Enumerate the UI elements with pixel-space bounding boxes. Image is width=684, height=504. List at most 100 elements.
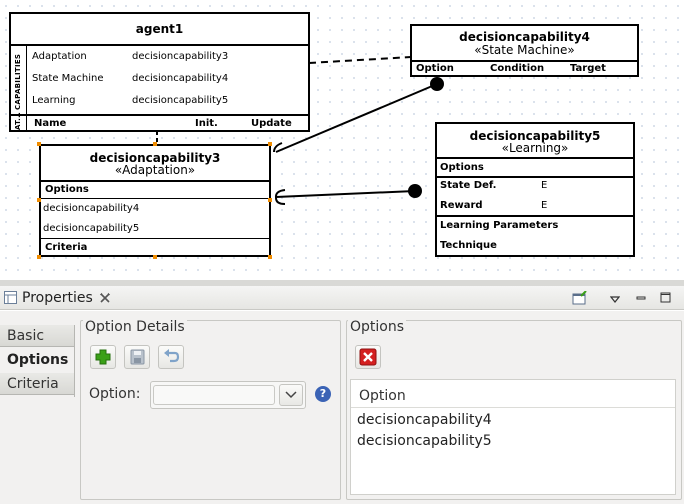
dc3-dc4-link-arc <box>273 142 283 153</box>
capability-name-learning[interactable]: Learning <box>32 95 76 106</box>
option-details-group <box>80 320 341 500</box>
dc3-dc4-link[interactable] <box>275 83 438 153</box>
add-icon <box>95 349 111 365</box>
capability-name-adaptation[interactable]: Adaptation <box>32 51 87 62</box>
save-icon <box>130 349 145 365</box>
dc5-state-def-label: State Def. <box>440 180 497 191</box>
dc4-link-end-dot <box>430 77 444 91</box>
dc5-header: decisioncapability5 «Learning» <box>437 124 633 159</box>
dc5-reward-value[interactable]: E <box>541 200 548 211</box>
options-list-item[interactable]: decisioncapability4 <box>357 412 492 428</box>
dc4-title: decisioncapability4 <box>459 30 590 44</box>
capability-name-state-machine[interactable]: State Machine <box>32 73 104 84</box>
selection-handle[interactable] <box>37 255 41 259</box>
dc3-node[interactable]: decisioncapability3 «Adaptation» Options… <box>39 144 271 257</box>
dc3-option-item[interactable]: decisioncapability4 <box>43 203 140 214</box>
dc5-technique-label: Technique <box>440 240 497 251</box>
undo-icon <box>164 349 180 363</box>
dc5-options-label: Options <box>440 162 484 173</box>
dc5-link-end-dot <box>408 184 422 198</box>
dc5-params-divider <box>437 215 633 217</box>
properties-view-tabbar: Properties <box>0 286 684 310</box>
options-group <box>346 320 682 500</box>
tab-basic[interactable]: Basic <box>0 325 74 347</box>
dc4-header-condition: Condition <box>490 63 545 74</box>
selection-handle[interactable] <box>268 255 272 259</box>
help-icon-glyph: ? <box>319 387 327 400</box>
options-list-item[interactable]: decisioncapability5 <box>357 433 492 449</box>
dc3-title: decisioncapability3 <box>89 151 221 165</box>
dc4-stereotype: «State Machine» <box>474 43 575 57</box>
selection-handle[interactable] <box>37 198 41 202</box>
selection-handle[interactable] <box>268 198 272 202</box>
add-option-button[interactable] <box>90 345 116 369</box>
agent-divider <box>11 114 308 116</box>
delete-option-button[interactable] <box>355 345 381 369</box>
dc3-dc5-link-arc <box>274 189 286 205</box>
dc5-reward-label: Reward <box>440 200 483 211</box>
capability-value-adaptation[interactable]: decisioncapability3 <box>132 51 229 62</box>
dc3-header: decisioncapability3 «Adaptation» <box>41 146 269 182</box>
attributes-compartment-label: AT... <box>14 111 22 130</box>
properties-view-title[interactable]: Properties <box>22 290 93 306</box>
dc3-stereotype: «Adaptation» <box>114 163 196 177</box>
dc4-header-target: Target <box>570 63 606 74</box>
agent-title: agent1 <box>11 14 308 46</box>
help-icon[interactable]: ? <box>315 386 331 402</box>
attr-header-update: Update <box>251 118 292 129</box>
option-details-title: Option Details <box>83 319 187 335</box>
options-title: Options <box>348 319 407 335</box>
agent-node[interactable]: agent1 CAPABILITIES Adaptation decisionc… <box>9 12 310 132</box>
selection-handle[interactable] <box>268 142 272 146</box>
option-combo-input[interactable] <box>153 385 275 405</box>
tab-criteria[interactable]: Criteria <box>0 373 74 395</box>
properties-view-body: Basic Options Criteria Option Details Op… <box>0 311 684 504</box>
attr-header-init: Init. <box>195 118 218 129</box>
dc3-option-item[interactable]: decisioncapability5 <box>43 223 140 234</box>
option-combo-button[interactable] <box>279 384 303 406</box>
capabilities-compartment-label: CAPABILITIES <box>14 53 22 110</box>
option-combo[interactable] <box>150 381 306 409</box>
dc4-node[interactable]: decisioncapability4 «State Machine» Opti… <box>410 24 639 77</box>
dc4-header: decisioncapability4 «State Machine» <box>412 26 637 62</box>
close-icon[interactable] <box>99 292 111 304</box>
dc5-node[interactable]: decisioncapability5 «Learning» Options S… <box>435 122 635 257</box>
option-field-label: Option: <box>89 386 141 402</box>
tabs-column-edge <box>74 325 75 397</box>
connection-layer <box>156 56 444 205</box>
dc3-options-divider <box>41 198 269 199</box>
capability-value-state-machine[interactable]: decisioncapability4 <box>132 73 229 84</box>
capability-value-learning[interactable]: decisioncapability5 <box>132 95 229 106</box>
minimize-icon[interactable] <box>636 293 646 303</box>
maximize-icon[interactable] <box>660 292 671 303</box>
attr-header-name: Name <box>34 118 67 129</box>
view-separator[interactable] <box>0 280 684 286</box>
undo-option-button[interactable] <box>158 345 184 369</box>
dc5-options-divider <box>437 176 633 178</box>
dc3-options-label: Options <box>45 184 89 195</box>
diagram-canvas[interactable]: agent1 CAPABILITIES Adaptation decisionc… <box>0 0 684 280</box>
delete-icon <box>359 348 377 366</box>
dc5-title: decisioncapability5 <box>469 129 601 143</box>
dc3-criteria-label: Criteria <box>45 242 88 253</box>
dc5-learning-params-label: Learning Parameters <box>440 220 559 231</box>
dc4-header-option: Option <box>416 63 454 74</box>
attributes-compartment-label-box: AT... <box>11 111 27 132</box>
selection-handle[interactable] <box>37 142 41 146</box>
save-option-button[interactable] <box>124 345 150 369</box>
agent-dc4-link[interactable] <box>308 56 412 64</box>
pin-icon[interactable] <box>572 290 588 305</box>
dc3-criteria-divider <box>41 238 269 239</box>
dc5-state-def-value[interactable]: E <box>541 180 548 191</box>
properties-view-icon <box>4 291 17 304</box>
capabilities-compartment-label-box: CAPABILITIES <box>11 44 27 116</box>
dc3-dc5-link[interactable] <box>275 190 416 198</box>
view-menu-icon[interactable] <box>609 294 621 303</box>
options-column-header[interactable]: Option <box>351 380 675 408</box>
options-table[interactable]: Option decisioncapability4 decisioncapab… <box>350 379 676 495</box>
dc5-stereotype: «Learning» <box>501 141 569 155</box>
selection-handle[interactable] <box>153 255 157 259</box>
chevron-down-icon <box>285 391 297 399</box>
tab-options[interactable]: Options <box>0 349 74 371</box>
selection-handle[interactable] <box>153 142 157 146</box>
